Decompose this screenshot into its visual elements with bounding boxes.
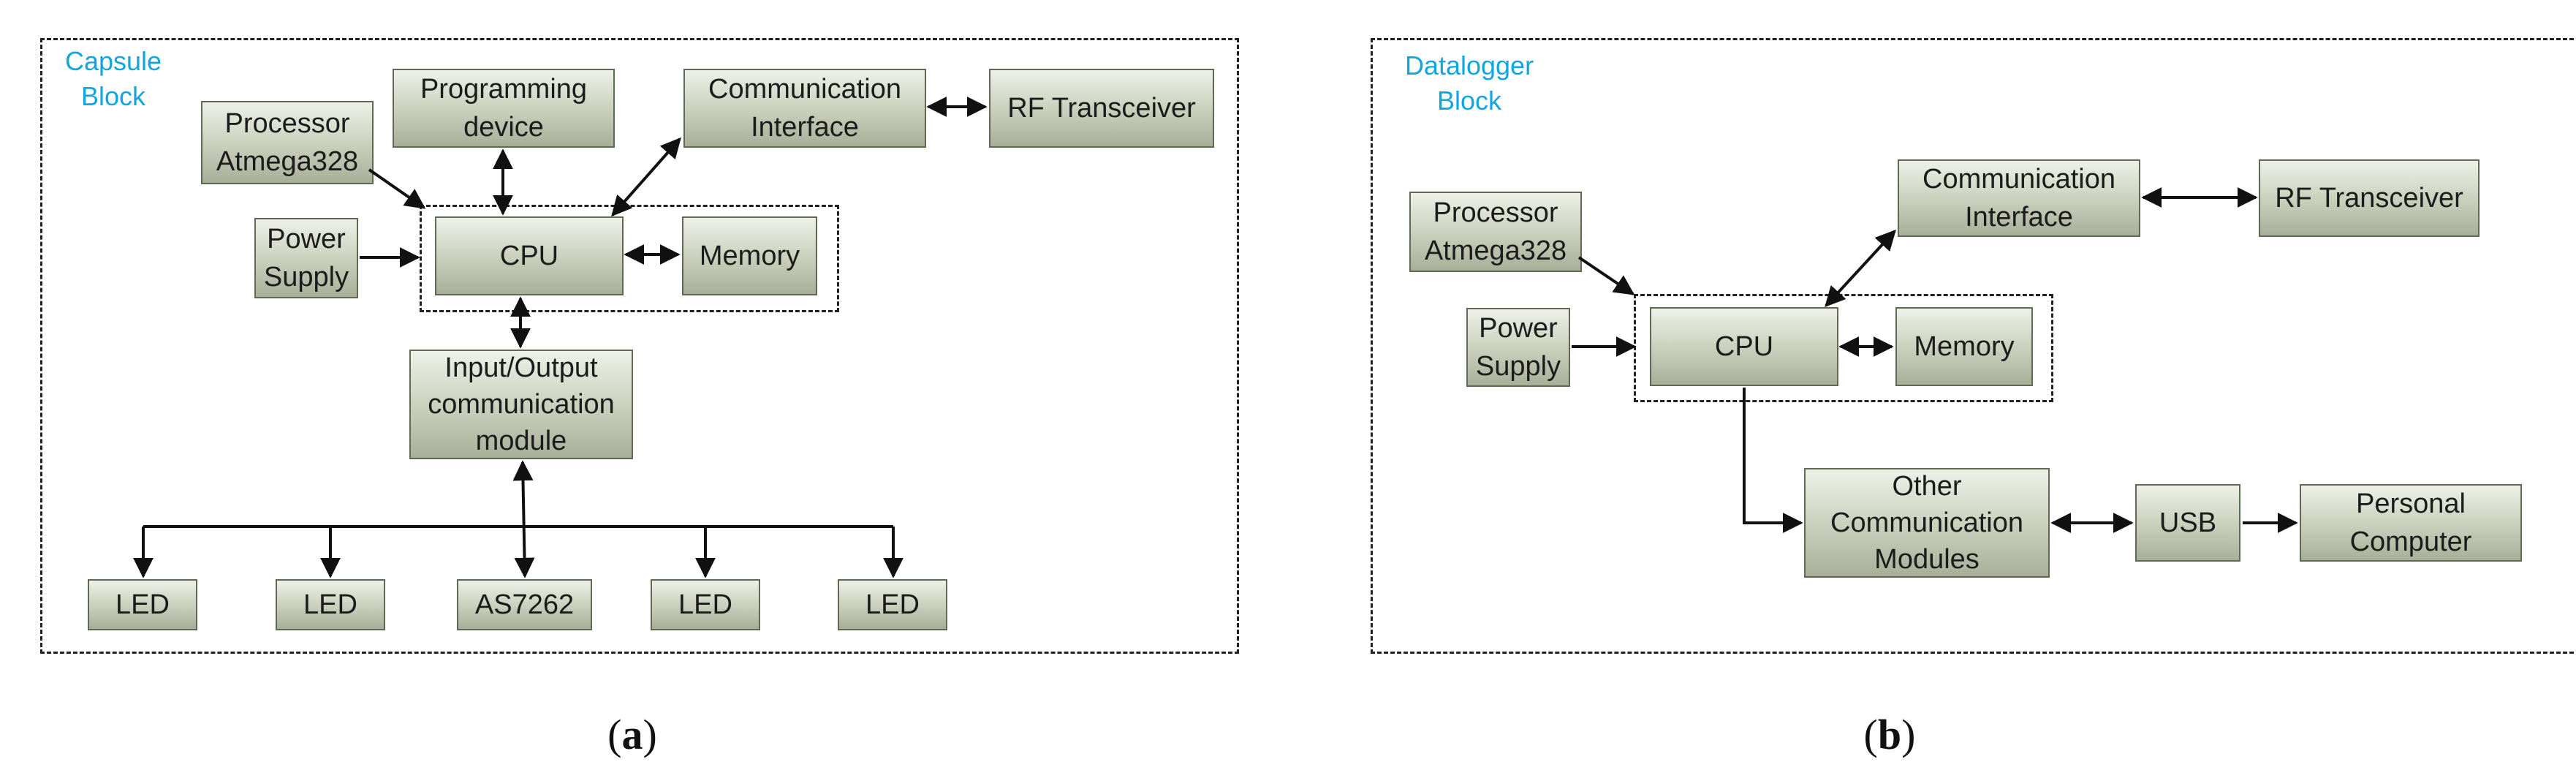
datalogger-power-supply-block: Power Supply bbox=[1466, 308, 1570, 387]
capsule-block-title: Capsule Block bbox=[64, 46, 162, 111]
datalogger-rf-transceiver-block: RF Transceiver bbox=[2259, 159, 2480, 237]
capsule-io-module-block: Input/Output communication module bbox=[409, 350, 633, 459]
capsule-cpu-block: CPU bbox=[435, 216, 624, 295]
datalogger-block-panel bbox=[1371, 38, 2576, 654]
capsule-led-4-block: LED bbox=[838, 579, 947, 630]
caption-a: (a) bbox=[607, 711, 657, 758]
capsule-led-3-block: LED bbox=[651, 579, 760, 630]
capsule-processor-block: Processor Atmega328 bbox=[201, 101, 374, 184]
datalogger-cpu-block: CPU bbox=[1650, 307, 1838, 386]
arrow-processor-to-cpu-a bbox=[368, 168, 426, 209]
arrow-cpu-comm-interface-a bbox=[611, 137, 681, 217]
datalogger-memory-block: Memory bbox=[1895, 307, 2033, 386]
capsule-communication-interface-block: Communication Interface bbox=[683, 69, 926, 148]
arrow-cpu-to-other-comm-b bbox=[1743, 388, 1803, 533]
capsule-led-2-block: LED bbox=[276, 579, 385, 630]
arrow-io-bus-a bbox=[512, 460, 535, 578]
arrow-cpu-comm-interface-b bbox=[1825, 229, 1896, 308]
datalogger-other-comm-modules-block: Other Communication Modules bbox=[1804, 468, 2050, 578]
datalogger-processor-block: Processor Atmega328 bbox=[1409, 192, 1582, 272]
capsule-memory-block: Memory bbox=[682, 216, 817, 295]
datalogger-communication-interface-block: Communication Interface bbox=[1898, 159, 2140, 237]
capsule-as7262-block: AS7262 bbox=[457, 579, 592, 630]
capsule-power-supply-block: Power Supply bbox=[254, 218, 358, 298]
caption-b: (b) bbox=[1863, 711, 1916, 758]
capsule-rf-transceiver-block: RF Transceiver bbox=[989, 69, 1214, 148]
datalogger-usb-block: USB bbox=[2135, 484, 2240, 562]
arrow-processor-to-cpu-b bbox=[1577, 256, 1635, 295]
datalogger-personal-computer-block: Personal Computer bbox=[2300, 484, 2522, 562]
capsule-led-1-block: LED bbox=[88, 579, 197, 630]
capsule-block-panel bbox=[40, 38, 1239, 654]
capsule-programming-device-block: Programming device bbox=[393, 69, 615, 148]
datalogger-block-title: Datalogger Block bbox=[1404, 50, 1534, 116]
